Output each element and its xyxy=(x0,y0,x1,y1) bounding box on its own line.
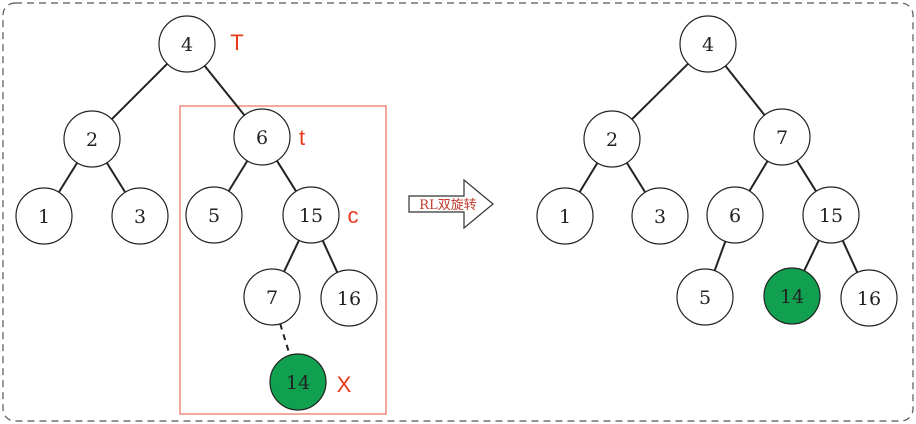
edge-before-n4-n6 xyxy=(203,65,246,116)
node-circle xyxy=(763,267,821,325)
tree-node-after-14: 14 xyxy=(763,267,821,325)
edge-after-m2-m3 xyxy=(625,162,647,193)
node-label: 2 xyxy=(86,129,98,151)
annotation-label: t xyxy=(299,125,305,150)
node-circle xyxy=(243,268,301,326)
node-circle xyxy=(676,268,734,326)
node-label: 5 xyxy=(208,205,220,227)
node-circle xyxy=(679,15,737,73)
node-label: 1 xyxy=(559,206,571,228)
node-label: 4 xyxy=(702,34,714,56)
node-circle xyxy=(158,15,216,73)
node-label: 1 xyxy=(38,206,50,228)
edge-after-m7-m6 xyxy=(748,160,769,192)
edge-before-n6-n5 xyxy=(227,160,249,192)
node-label: 3 xyxy=(654,206,666,228)
annotation-label: c xyxy=(348,203,359,228)
tree-node-before-14: 14 xyxy=(269,353,327,411)
node-circle xyxy=(185,186,243,244)
node-circle xyxy=(15,187,73,245)
rotated-subtree-box xyxy=(179,105,387,415)
tree-node-before-5: 5 xyxy=(185,186,243,244)
tree-node-after-2: 2 xyxy=(583,110,641,168)
tree-node-after-15: 15 xyxy=(802,186,860,244)
tree-node-before-15: 15 xyxy=(282,186,340,244)
tree-node-after-16: 16 xyxy=(840,269,898,327)
right-arrow-icon xyxy=(408,178,494,230)
node-circle xyxy=(753,108,811,166)
tree-node-before-3: 3 xyxy=(111,187,169,245)
node-label: 16 xyxy=(857,288,881,310)
edge-after-m6-m5 xyxy=(713,240,727,272)
nodes-layer: 4 2 1 3 6 5 15 7 16 14 4 2 1 3 7 6 5 15 14 16 xyxy=(15,15,898,411)
node-circle xyxy=(320,269,378,327)
edge-before-n2-n3 xyxy=(105,162,127,193)
node-circle xyxy=(269,353,327,411)
tree-node-after-6: 6 xyxy=(706,186,764,244)
tree-node-after-5: 5 xyxy=(676,268,734,326)
node-label: 14 xyxy=(286,372,310,394)
tree-node-after-7: 7 xyxy=(753,108,811,166)
node-circle xyxy=(536,187,594,245)
edge-after-m2-m1 xyxy=(578,162,599,193)
node-label: 5 xyxy=(699,287,711,309)
edge-before-n15-n16 xyxy=(321,240,339,273)
edge-before-n6-n15 xyxy=(276,160,297,192)
tree-node-before-4: 4 xyxy=(158,15,216,73)
node-label: 7 xyxy=(776,127,788,149)
node-circle xyxy=(583,110,641,168)
node-label: 4 xyxy=(181,34,193,56)
tree-node-after-4: 4 xyxy=(679,15,737,73)
tree-node-before-2: 2 xyxy=(63,110,121,168)
tree-node-before-6: 6 xyxy=(233,108,291,166)
node-label: 14 xyxy=(780,286,804,308)
rotation-arrow: RL双旋转 xyxy=(408,178,494,230)
node-label: 7 xyxy=(266,287,278,309)
tree-node-before-16: 16 xyxy=(320,269,378,327)
edges-layer xyxy=(57,62,859,356)
tree-node-before-1: 1 xyxy=(15,187,73,245)
node-circle xyxy=(802,186,860,244)
tree-node-after-1: 1 xyxy=(536,187,594,245)
node-label: 16 xyxy=(337,288,361,310)
annotation-label: X xyxy=(337,372,352,397)
edge-before-n4-n2 xyxy=(111,63,168,120)
node-label: 6 xyxy=(729,205,741,227)
node-label: 2 xyxy=(606,129,618,151)
edge-after-m7-m15 xyxy=(796,160,817,192)
node-label: 3 xyxy=(134,206,146,228)
node-circle xyxy=(282,186,340,244)
edge-before-n2-n1 xyxy=(57,162,79,193)
rotation-label: RL双旋转 xyxy=(419,198,476,213)
node-circle xyxy=(233,108,291,166)
node-circle xyxy=(840,269,898,327)
edge-after-m4-m7 xyxy=(724,65,766,116)
annotations-layer: Tt cX xyxy=(230,30,358,397)
edge-after-m15-m14 xyxy=(803,239,820,272)
node-label: 6 xyxy=(256,127,268,149)
tree-node-before-7: 7 xyxy=(243,268,301,326)
node-circle xyxy=(631,187,689,245)
node-circle xyxy=(111,187,169,245)
node-label: 15 xyxy=(299,205,323,227)
edge-before-n7-n14 xyxy=(279,323,291,356)
edge-after-m4-m2 xyxy=(631,62,689,121)
node-circle xyxy=(63,110,121,168)
node-label: 15 xyxy=(819,205,843,227)
edge-after-m15-m16 xyxy=(841,240,859,273)
tree-node-after-3: 3 xyxy=(631,187,689,245)
edge-before-n15-n7 xyxy=(283,239,300,273)
node-circle xyxy=(706,186,764,244)
annotation-label: T xyxy=(230,30,243,55)
